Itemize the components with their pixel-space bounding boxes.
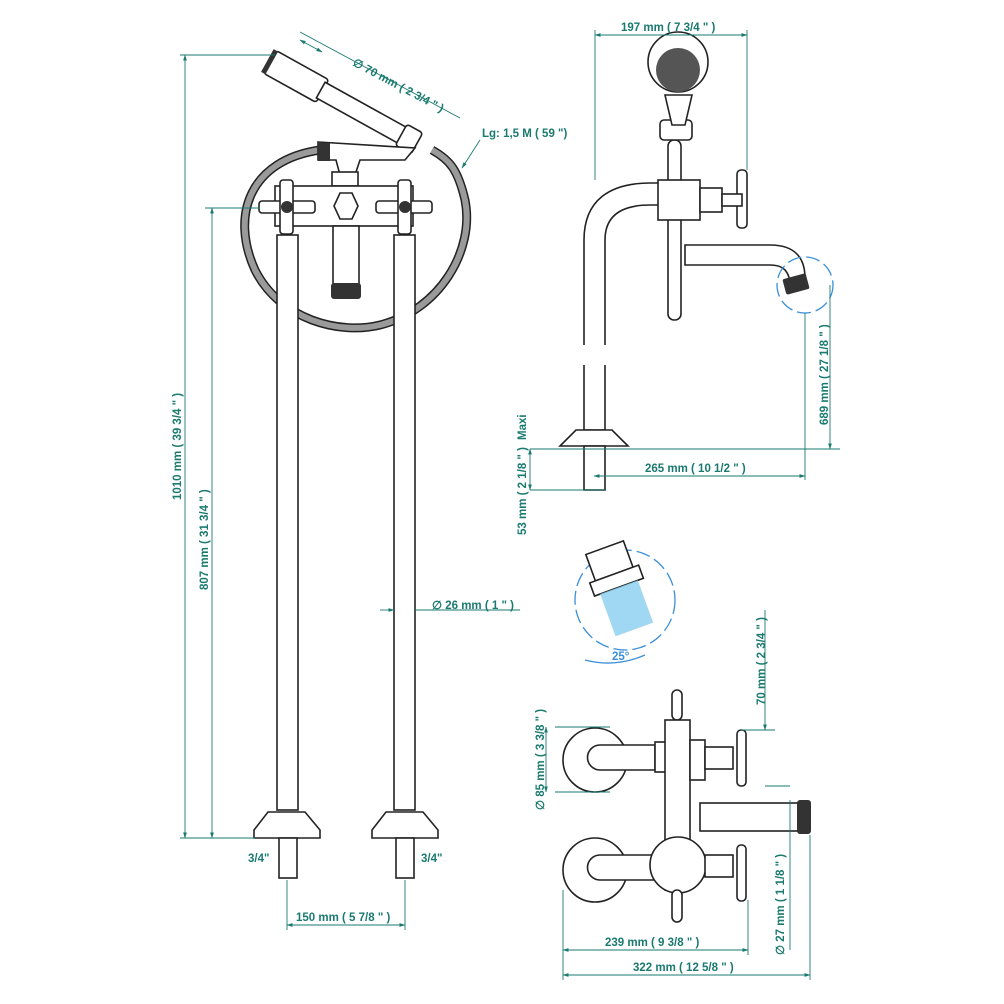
standpipes bbox=[253, 234, 439, 879]
center-distance-label: 150 mm ( 5 7/8 " ) bbox=[296, 912, 390, 924]
cross-handle-right bbox=[375, 179, 433, 235]
mixer-body bbox=[258, 179, 433, 299]
hose-loop bbox=[240, 145, 472, 333]
side-dimensions bbox=[528, 30, 840, 491]
top-dimensions bbox=[544, 610, 811, 980]
inner-width-label: 239 mm ( 9 3/8 " ) bbox=[605, 937, 699, 949]
maxi-label: Maxi bbox=[517, 414, 529, 440]
pipe-diameter-label: ∅ 26 mm ( 1 " ) bbox=[432, 600, 514, 612]
side-view: 197 mm ( 7 3/4 " ) 689 mm ( 27 1/8 " ) M… bbox=[517, 22, 840, 535]
hose-length-label: Lg: 1,5 M ( 59 ") bbox=[482, 128, 567, 140]
thread-left-label: 3/4" bbox=[248, 853, 269, 865]
total-width-label: 322 mm ( 12 5/8 " ) bbox=[633, 962, 734, 974]
handle-offset-label: 70 mm ( 2 3/4 " ) bbox=[756, 617, 768, 705]
thread-right-label: 3/4" bbox=[421, 853, 442, 865]
side-width-label: 197 mm ( 7 3/4 " ) bbox=[621, 22, 715, 34]
valve-height-label: 807 mm ( 31 3/4 " ) bbox=[199, 489, 211, 590]
angle-label: 25° bbox=[612, 651, 630, 663]
spout-height-label: 689 mm ( 27 1/8 " ) bbox=[819, 324, 831, 425]
hand-shower bbox=[261, 49, 423, 154]
front-dimensions bbox=[180, 31, 520, 930]
aerator-detail: 25° bbox=[574, 539, 676, 664]
spout-reach-label: 265 mm ( 10 1/2 " ) bbox=[645, 463, 746, 475]
thread-depth-label: 53 mm ( 2 1/8 " ) bbox=[517, 447, 529, 535]
cross-handle-left bbox=[258, 179, 316, 235]
spout-diameter-label: ∅ 27 mm ( 1 1/8 " ) bbox=[775, 854, 787, 955]
total-height-label: 1010 mm ( 39 3/4 " ) bbox=[172, 393, 184, 500]
flange-diameter-label: ∅ 85 mm ( 3 3/8 " ) bbox=[535, 709, 547, 810]
front-view: ∅ 70 mm ( 2 3/4 " ) Lg: 1,5 M ( 59 ") 10… bbox=[172, 31, 567, 930]
top-view: 70 mm ( 2 3/4 " ) ∅ 85 mm ( 3 3/8 " ) ∅ … bbox=[535, 610, 811, 980]
